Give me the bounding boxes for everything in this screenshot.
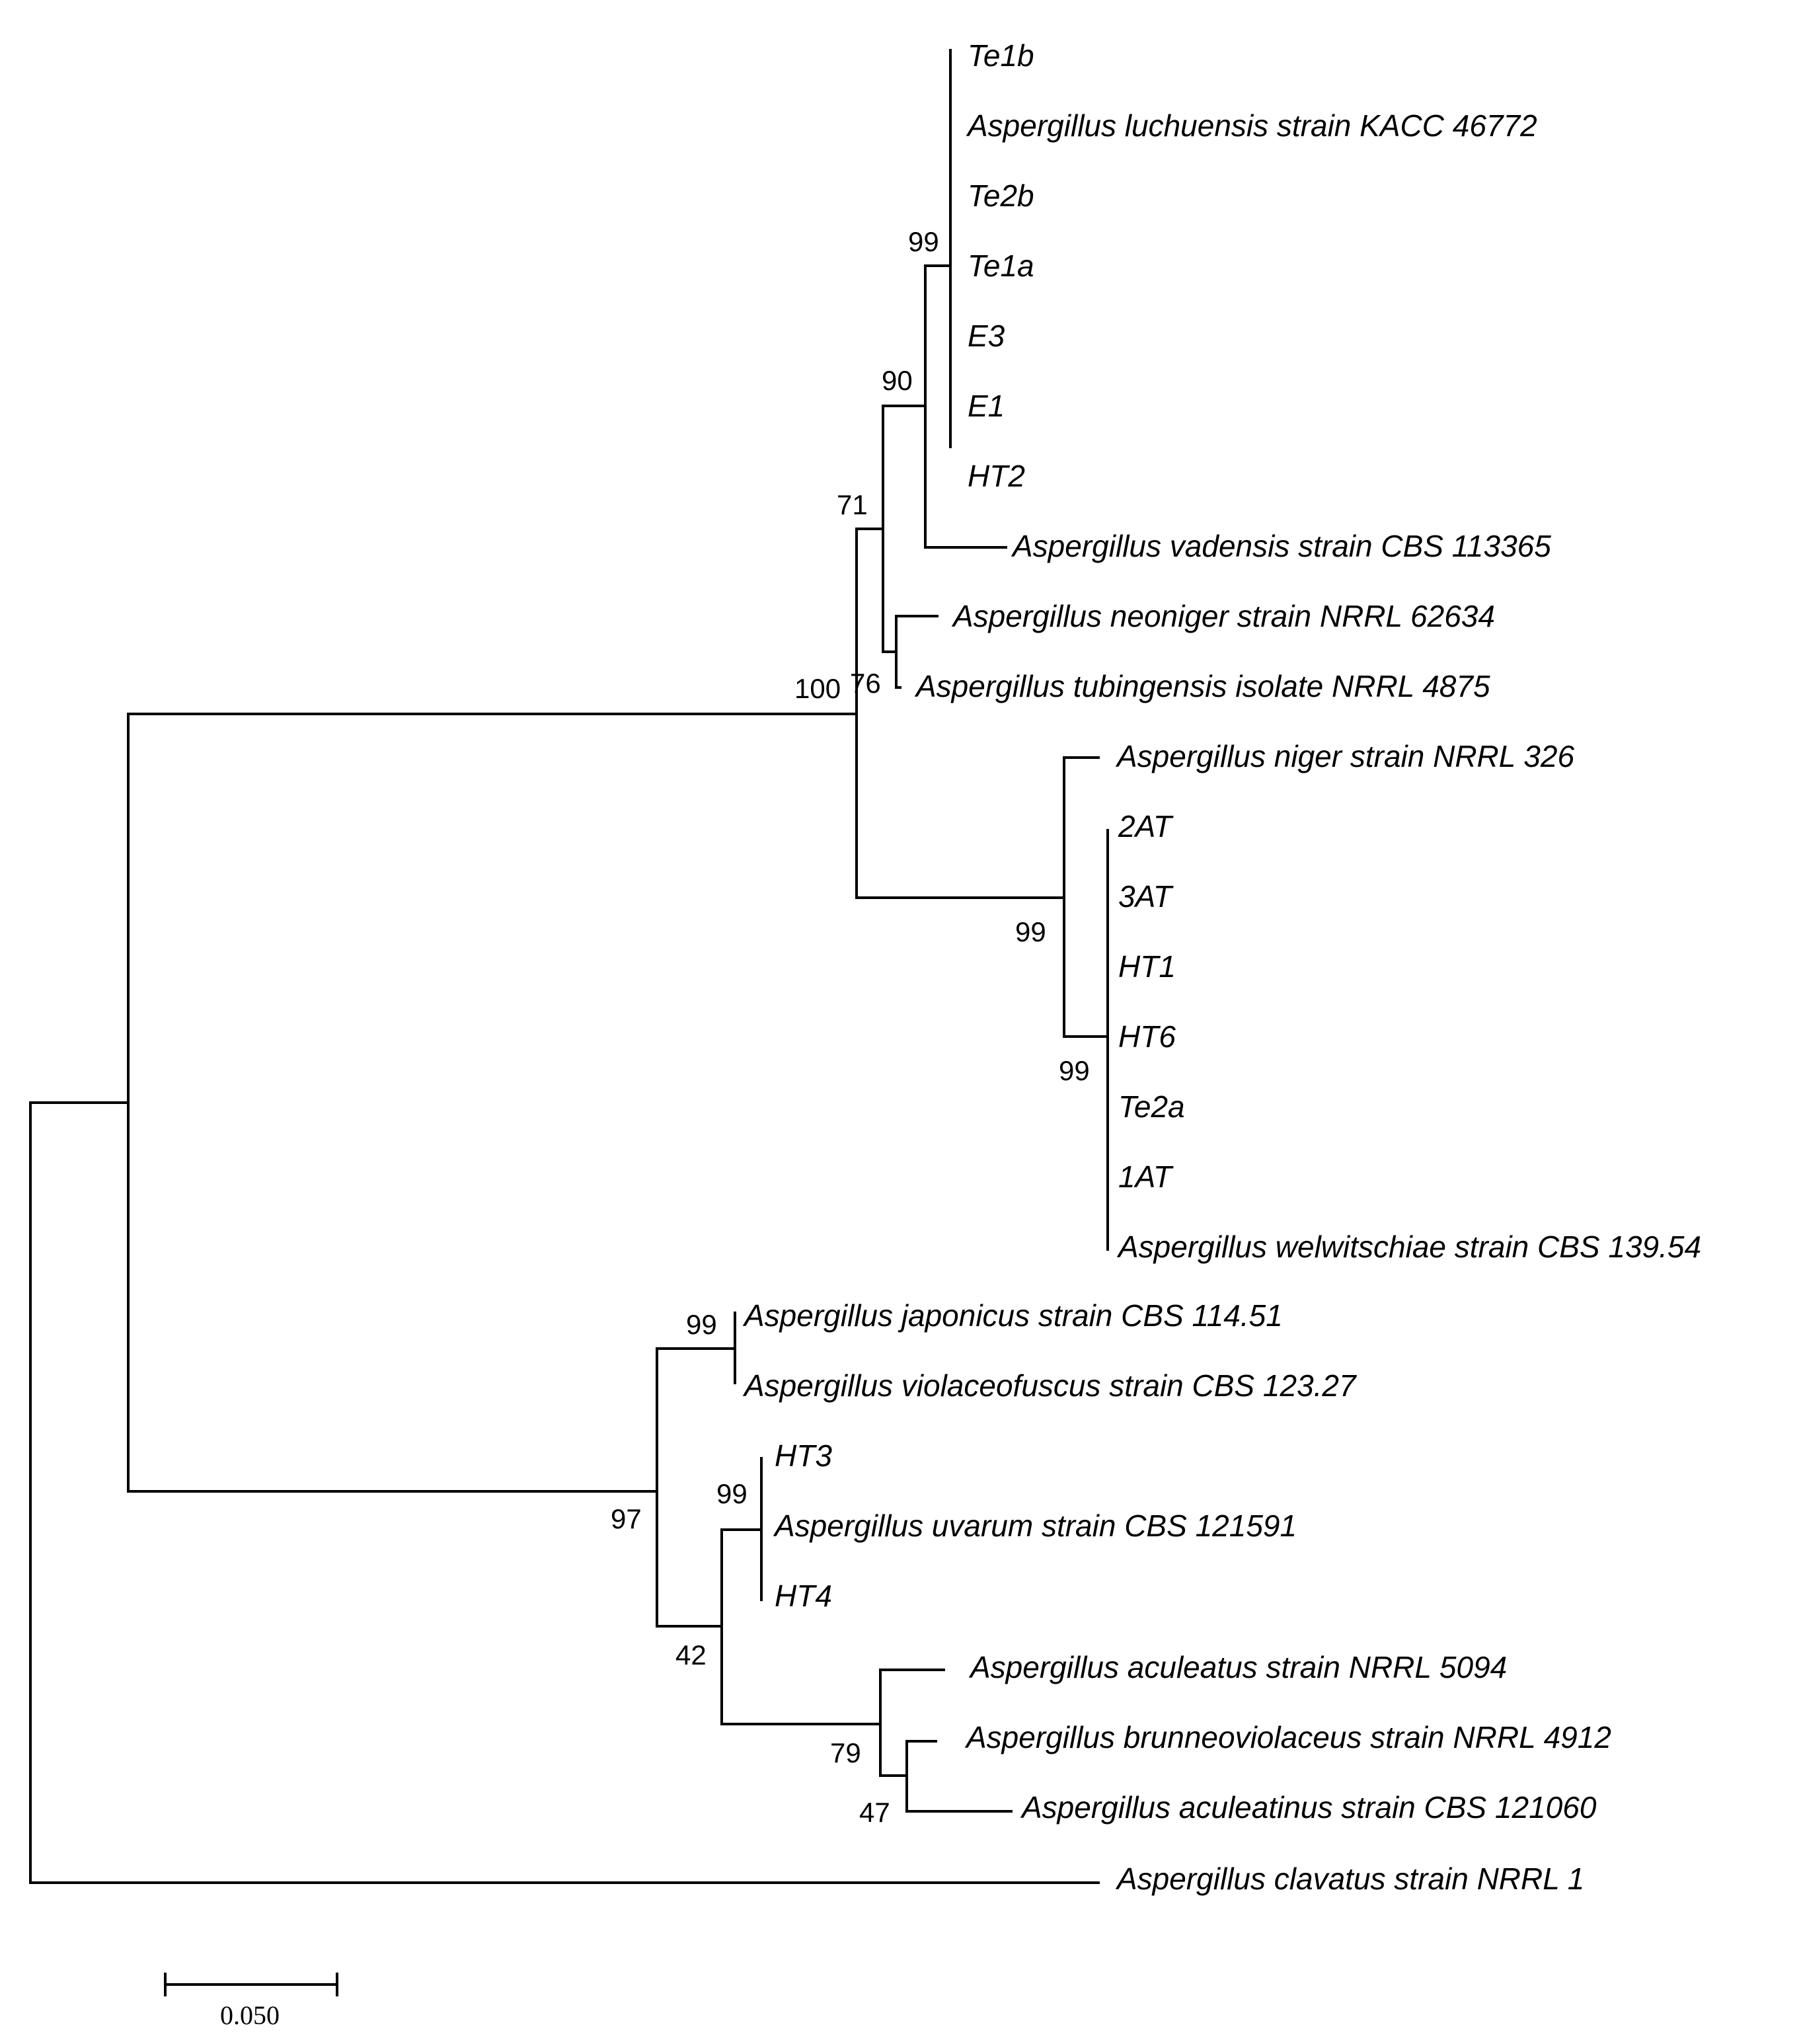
taxon-label-te2b: Te2b: [968, 178, 1034, 213]
taxon-label-te1a: Te1a: [968, 249, 1034, 283]
tree-branches: [29, 49, 1109, 1884]
taxon-label-uvarum: Aspergillus uvarum strain CBS 121591: [773, 1509, 1297, 1543]
taxon-label-luchuensis: Aspergillus luchuensis strain KACC 46772: [966, 108, 1537, 143]
taxon-label-ht3: HT3: [775, 1438, 832, 1473]
scale-bar: 0.050: [164, 1973, 338, 2030]
taxon-label-e3: E3: [968, 319, 1005, 353]
support-value-aculeatus-group: 79: [830, 1737, 861, 1768]
taxon-label-welwitschiae: Aspergillus welwitschiae strain CBS 139.…: [1116, 1230, 1701, 1264]
taxon-label-e1: E1: [968, 389, 1005, 423]
taxon-label-niger: Aspergillus niger strain NRRL 326: [1115, 739, 1574, 773]
taxon-label-aculeatus: Aspergillus aculeatus strain NRRL 5094: [968, 1650, 1507, 1684]
support-value-niger-group: 100: [794, 673, 841, 704]
support-value-japonicus-violaceofuscus: 99: [686, 1309, 717, 1340]
scale-bar-label: 0.050: [220, 2000, 280, 2030]
support-value-luchuensis-vadensis: 90: [882, 365, 913, 396]
support-value-tubingensis-group: 71: [837, 489, 868, 520]
support-value-neoniger-tubingensis: 76: [850, 668, 881, 699]
taxon-label-tubingensis: Aspergillus tubingensis isolate NRRL 487…: [914, 669, 1490, 703]
taxon-label-te2a: Te2a: [1118, 1089, 1185, 1124]
taxon-label-ht2: HT2: [968, 459, 1025, 493]
support-value-brunneo-aculeatinus: 47: [859, 1797, 890, 1828]
taxon-label-ht1: HT1: [1118, 949, 1176, 984]
support-values: 99 90 71 100 76 99 99 99 99 97 42 79 47: [611, 226, 1090, 1828]
support-value-japonicus-uvarum-aculeatus: 97: [611, 1503, 642, 1534]
support-value-welwitschiae-clade: 99: [1059, 1055, 1090, 1086]
taxon-labels: Te1b Aspergillus luchuensis strain KACC …: [742, 38, 1701, 1896]
support-value-uvarum-aculeatus: 42: [675, 1639, 707, 1671]
taxon-label-ht4: HT4: [775, 1579, 832, 1613]
taxon-label-1at: 1AT: [1118, 1160, 1174, 1194]
taxon-label-vadensis: Aspergillus vadensis strain CBS 113365: [1011, 529, 1551, 563]
taxon-label-te1b: Te1b: [968, 38, 1034, 73]
support-value-niger-welwitschiae: 99: [1015, 916, 1046, 947]
taxon-label-aculeatinus: Aspergillus aculeatinus strain CBS 12106…: [1020, 1790, 1597, 1825]
support-value-uvarum-clade: 99: [716, 1478, 747, 1509]
taxon-label-violaceofuscus: Aspergillus violaceofuscus strain CBS 12…: [742, 1368, 1357, 1403]
taxon-label-3at: 3AT: [1118, 879, 1174, 914]
taxon-label-brunneoviolaceus: Aspergillus brunneoviolaceus strain NRRL…: [964, 1720, 1611, 1754]
taxon-label-neoniger: Aspergillus neoniger strain NRRL 62634: [951, 599, 1495, 633]
taxon-label-clavatus: Aspergillus clavatus strain NRRL 1: [1115, 1862, 1584, 1896]
taxon-label-japonicus: Aspergillus japonicus strain CBS 114.51: [742, 1298, 1283, 1333]
taxon-label-2at: 2AT: [1118, 809, 1174, 844]
taxon-label-ht6: HT6: [1118, 1019, 1176, 1054]
support-value-luchuensis-clade: 99: [908, 226, 939, 257]
